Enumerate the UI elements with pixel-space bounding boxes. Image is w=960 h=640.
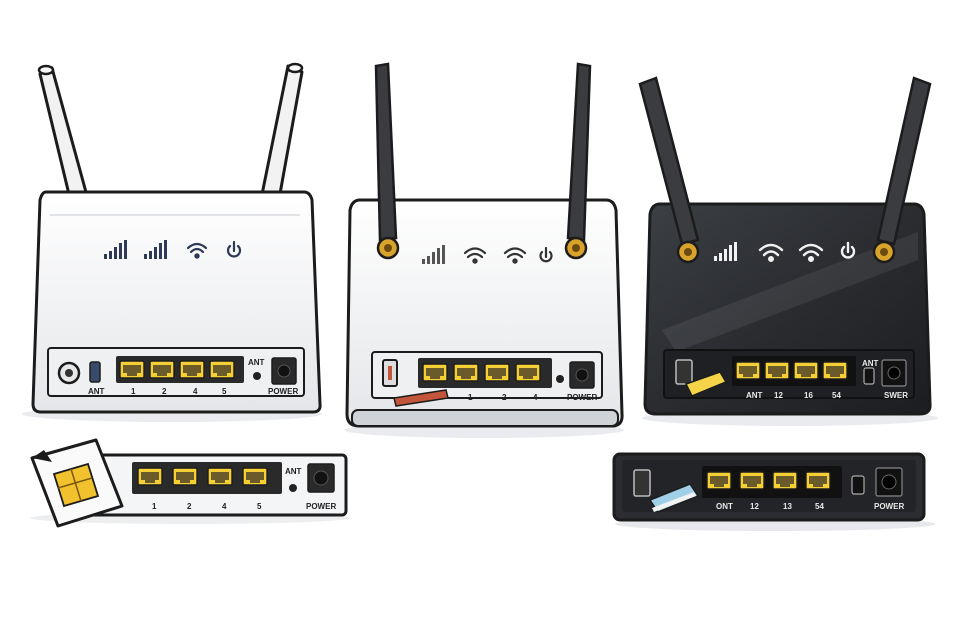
port-label-3: 4	[222, 502, 227, 511]
power-icon	[226, 240, 242, 258]
wifi-icon	[463, 247, 487, 264]
label-power: POWER	[567, 393, 597, 402]
signal-bars-icon	[144, 240, 167, 259]
wifi-icon	[758, 243, 784, 263]
port-label-3: 4	[533, 393, 538, 402]
port-label-3: 4	[193, 387, 198, 396]
label-ant-right: ANT	[248, 358, 265, 367]
port-label-4: 54	[832, 391, 841, 400]
white-back-panel-closeup: ANT 1 2 4 5 POWER	[30, 438, 350, 528]
wifi-icon	[798, 243, 824, 263]
port-label-2: 12	[750, 502, 759, 511]
port-label-1: ANT	[746, 391, 763, 400]
signal-bars-icon	[422, 245, 445, 264]
router-white-2: 1 2 4 POWER	[344, 62, 624, 438]
signal-bars-icon	[714, 242, 737, 261]
router-white-1: ANT ANT 1 2 4 5 POWER	[22, 62, 322, 422]
sim-slot	[633, 469, 651, 497]
router-black: ANT ANT 12 16 54 SWER	[638, 76, 938, 426]
port-label-2: 2	[502, 393, 507, 402]
sim-slot	[675, 359, 693, 385]
antenna-right	[564, 62, 592, 260]
wifi-icon	[186, 242, 208, 259]
port-label-3: 13	[783, 502, 792, 511]
label-ant: ANT	[862, 359, 879, 368]
sim-slot	[89, 361, 101, 383]
label-power: POWER	[306, 502, 336, 511]
antenna-left	[374, 62, 400, 260]
port-label-1: 1	[131, 387, 136, 396]
label-power: POWER	[268, 387, 298, 396]
label-power: SWER	[884, 391, 908, 400]
power-icon	[539, 246, 553, 263]
port-label-4: 54	[815, 502, 824, 511]
sim-card-icon	[30, 438, 124, 528]
sim-card-icon	[393, 389, 449, 407]
port-label-4: 5	[222, 387, 227, 396]
port-label-1: 1	[468, 393, 473, 402]
port-label-2: 12	[774, 391, 783, 400]
antenna-right	[872, 76, 932, 264]
port-label-1: ONT	[716, 502, 733, 511]
antenna-left	[638, 76, 700, 264]
port-label-4: 5	[257, 502, 262, 511]
port-label-2: 2	[162, 387, 167, 396]
label-ant: ANT	[88, 387, 105, 396]
signal-bars-icon	[104, 240, 127, 259]
port-label-3: 16	[804, 391, 813, 400]
label-ant: ANT	[285, 467, 302, 476]
sim-card-icon	[684, 371, 728, 397]
power-icon	[840, 241, 856, 259]
port-label-1: 1	[152, 502, 157, 511]
wifi-icon	[503, 247, 527, 264]
port-label-2: 2	[187, 502, 192, 511]
black-back-panel-closeup: ONT 12 13 54 POWER	[612, 452, 935, 531]
label-power: POWER	[874, 502, 904, 511]
